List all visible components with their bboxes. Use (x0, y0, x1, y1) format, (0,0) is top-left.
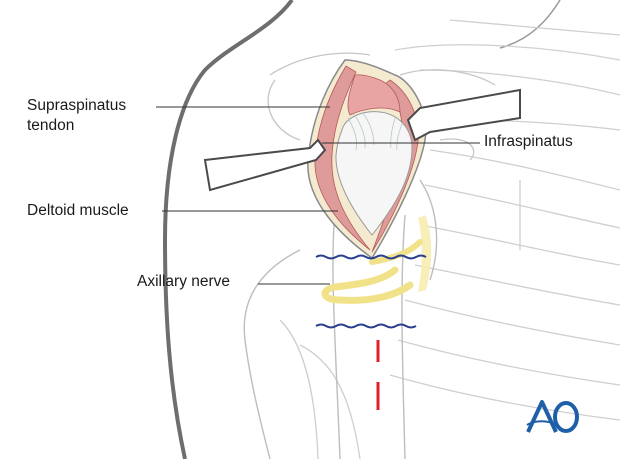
humerus (243, 179, 438, 460)
body-outline (162, 0, 294, 460)
retractor-right (406, 88, 521, 142)
label-supraspinatus-tendon: Supraspinatus tendon (27, 97, 127, 134)
retractor-left (203, 138, 327, 192)
subcutaneous-fat (418, 215, 432, 292)
deltoid-muscle-left (314, 65, 371, 251)
axillary-nerve-branch (369, 239, 423, 265)
tendon-fibres (347, 111, 403, 151)
supraspinatus-muscle (347, 74, 401, 116)
scapula-outline (267, 52, 496, 161)
label-infraspinatus: Infraspinatus (484, 133, 573, 150)
label-deltoid-muscle: Deltoid muscle (27, 202, 129, 219)
leader-lines (156, 106, 480, 285)
ao-logo (526, 400, 579, 433)
label-axillary-nerve: Axillary nerve (137, 273, 231, 290)
stay-suture-upper (315, 254, 427, 260)
stay-suture-lower (315, 323, 417, 329)
neck-outline (499, 0, 561, 49)
rib-lines (279, 19, 620, 460)
axillary-nerve (321, 266, 414, 304)
